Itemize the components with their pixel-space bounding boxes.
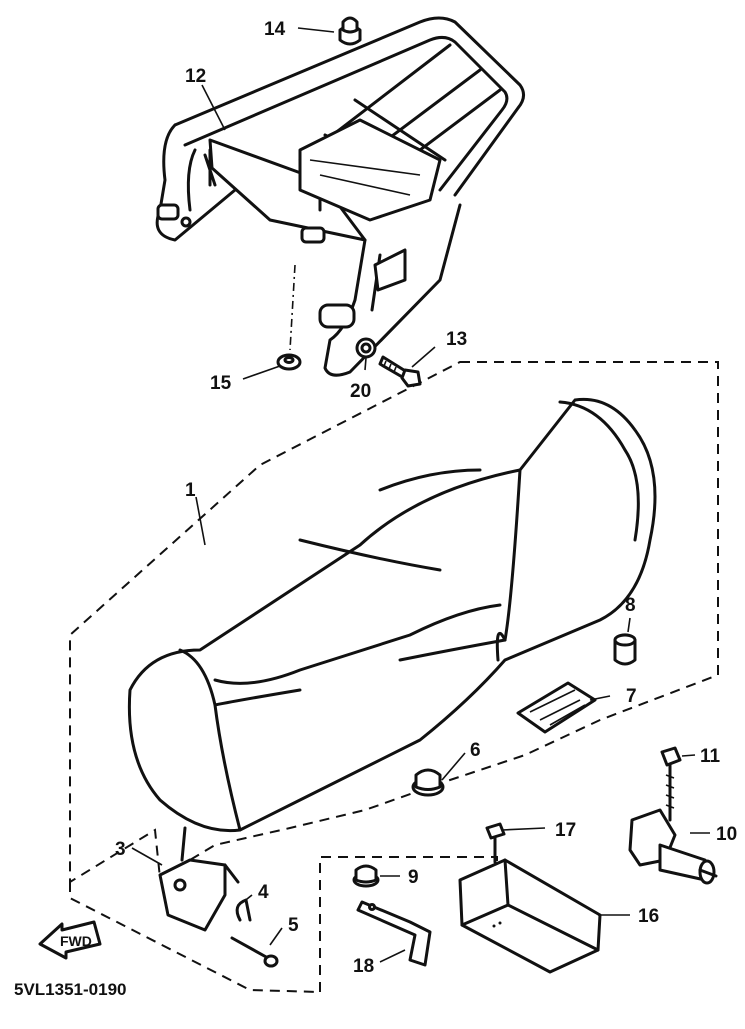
fwd-label: FWD (60, 933, 92, 949)
damper-6 (411, 768, 445, 797)
callout-16: 16 (638, 906, 659, 927)
fwd-arrow-icon: FWD (38, 920, 102, 960)
washer-20 (355, 337, 377, 359)
callout-11: 11 (700, 746, 721, 767)
pad-7 (516, 681, 597, 734)
callout-13: 13 (446, 329, 467, 350)
seat-lock-10 (628, 808, 718, 885)
pin-5 (230, 936, 279, 968)
callout-7: 7 (626, 686, 637, 707)
callout-18: 18 (353, 956, 374, 977)
grommet-8 (613, 633, 637, 666)
callout-4: 4 (258, 882, 269, 903)
lower-boundary (69, 882, 321, 993)
nut-14 (338, 16, 362, 46)
clip-4 (235, 898, 252, 922)
callout-6: 6 (470, 740, 481, 761)
callout-5: 5 (288, 915, 299, 936)
washer-15 (276, 353, 302, 371)
carrier-rack (155, 16, 525, 377)
seat (127, 397, 657, 833)
bolt-13 (378, 355, 422, 388)
callout-1: 1 (185, 480, 196, 501)
diagram-code: 5VL1351-0190 (14, 980, 126, 999)
leader-lines (131, 27, 710, 963)
grommet-9 (352, 864, 380, 888)
bolt-11 (660, 746, 682, 822)
callout-8: 8 (625, 595, 636, 616)
callout-10: 10 (716, 824, 737, 845)
tray-16 (458, 858, 602, 974)
bracket-group-boundary (319, 856, 498, 992)
callout-3: 3 (115, 839, 126, 860)
callout-17: 17 (555, 820, 576, 841)
callout-15: 15 (210, 373, 232, 394)
screw-17 (485, 822, 506, 864)
callout-12: 12 (185, 66, 206, 87)
callout-20: 20 (350, 381, 371, 402)
seat-group-boundary (69, 361, 719, 884)
callout-9: 9 (408, 867, 419, 888)
hinge-3 (158, 826, 240, 932)
bracket-18 (356, 900, 432, 967)
mount-centerline (289, 264, 296, 351)
callout-14: 14 (264, 19, 286, 40)
